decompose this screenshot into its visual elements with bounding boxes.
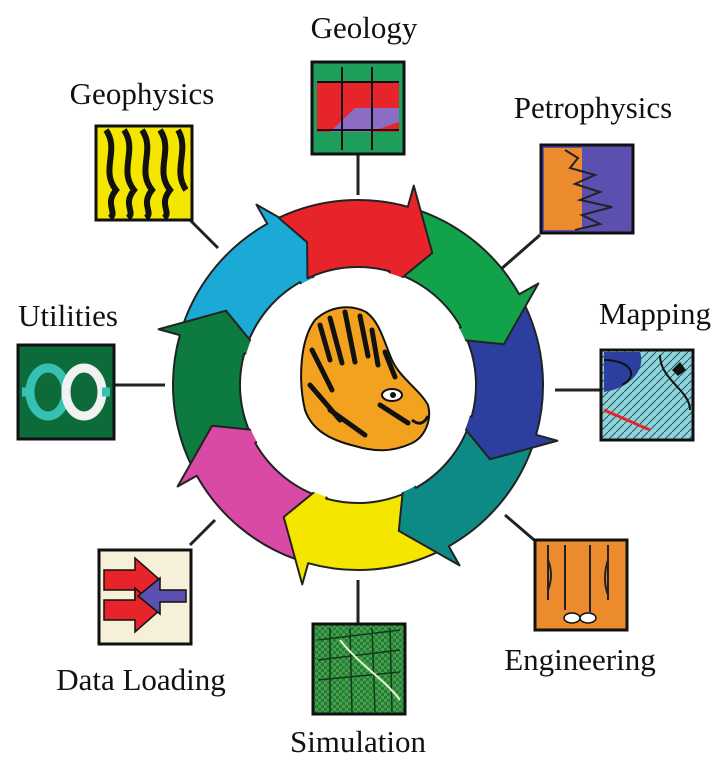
label-simulation: Simulation bbox=[290, 724, 427, 759]
geophysics-icon[interactable] bbox=[94, 124, 194, 222]
label-mapping: Mapping bbox=[599, 296, 711, 331]
label-geophysics: Geophysics bbox=[70, 76, 215, 111]
engineering-arrow bbox=[397, 423, 534, 567]
petrophysics-arrow bbox=[396, 209, 540, 346]
geology-arrow bbox=[277, 184, 434, 294]
geology-icon[interactable] bbox=[310, 60, 406, 156]
label-data-loading: Data Loading bbox=[56, 662, 226, 697]
label-geology: Geology bbox=[311, 10, 418, 45]
data-loading-arrow bbox=[176, 424, 320, 561]
simulation-arrow bbox=[282, 476, 439, 586]
utilities-icon[interactable] bbox=[16, 343, 116, 441]
label-petrophysics: Petrophysics bbox=[514, 90, 672, 125]
mapping-arrow bbox=[449, 304, 559, 461]
mapping-icon[interactable] bbox=[599, 348, 695, 442]
engineering-icon[interactable] bbox=[533, 538, 629, 632]
data-loading-icon[interactable] bbox=[97, 548, 193, 646]
label-engineering: Engineering bbox=[504, 642, 656, 677]
label-utilities: Utilities bbox=[18, 298, 118, 333]
tiger-head-logo bbox=[300, 306, 430, 452]
utilities-arrow bbox=[157, 309, 267, 466]
simulation-icon[interactable] bbox=[311, 622, 407, 716]
petrophysics-icon[interactable] bbox=[539, 143, 635, 235]
